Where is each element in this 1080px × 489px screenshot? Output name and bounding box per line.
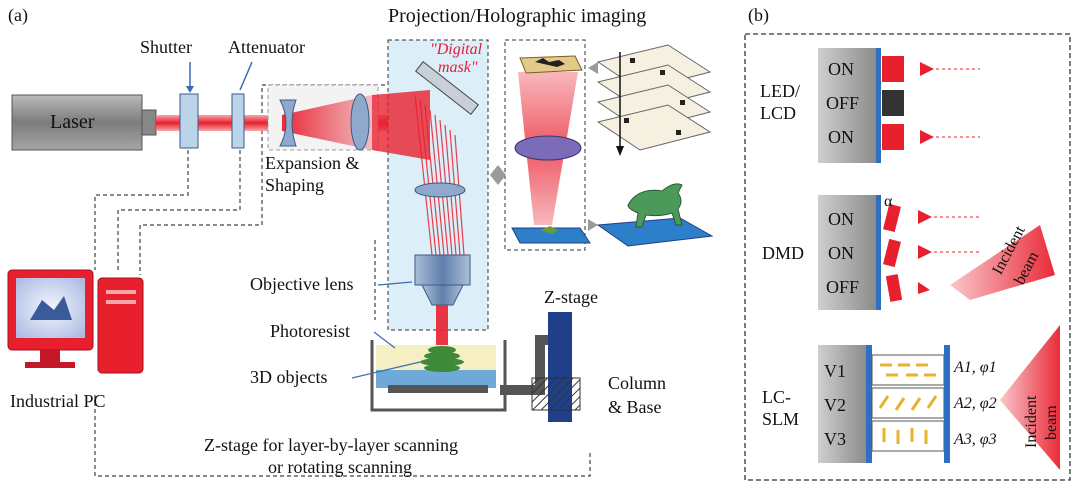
attenuator [231,93,245,149]
led-lcd-state-3: ON [828,127,854,147]
objective-pointer [377,281,413,286]
lc-slm-device [818,325,1060,470]
concave-lens [279,99,297,147]
3d-object [420,346,464,372]
industrial-pc-label: Industrial PC [10,391,106,411]
exchange-arrows [490,62,598,231]
lc-slm-voltage-2: V2 [824,395,846,415]
slm-beam-label-line2: beam [1043,405,1060,440]
z-stage [500,312,581,422]
dmd-incident-beam [950,225,1055,300]
expanded-beam [282,95,372,150]
lc-slm-output-2: A2, φ2 [954,395,997,412]
column-base [531,377,581,411]
dmd-state-3: OFF [826,277,860,297]
objective-lens [414,254,471,306]
attenuator-label: Attenuator [228,37,305,57]
lc-slm-output-3: A3, φ3 [954,431,997,448]
photoresist-label: Photoresist [270,321,351,341]
column-label-line1: Column [608,373,667,393]
dmd-angle-symbol: α [884,193,893,210]
slm-beam-label-line1: Incident [1023,395,1040,448]
control-wires [94,84,591,477]
led-lcd-name-line1: LED/ [760,81,800,101]
panel-a-label: (a) [8,5,28,25]
convex-lens [350,93,370,151]
digital-mask-label-line1: "Digital [430,41,483,58]
industrial-pc [7,269,144,374]
dmd-device [818,195,1055,310]
digital-mask-label-line2: mask" [438,59,478,76]
laser-source [11,94,157,151]
led-lcd-state-2: OFF [826,93,860,113]
attenuator-pointer [239,61,253,91]
led-lcd-name-line2: LCD [760,103,796,123]
layer-stack [596,44,712,151]
expansion-label-line2: Shaping [265,175,325,195]
z-scan-label-line2: or rotating scanning [268,457,412,477]
dmd-state-2: ON [828,243,854,263]
expansion-label-line1: Expansion & [265,153,360,173]
lc-slm-output-1: A1, φ1 [954,359,997,376]
panel-b-label: (b) [748,5,769,25]
projection-lens [514,135,582,161]
relay-lens [414,182,466,198]
shutter [179,93,199,149]
z-scan-label-line1: Z-stage for layer-by-layer scanning [204,435,459,455]
z-stage-label: Z-stage [544,287,598,307]
objective-lens-label: Objective lens [250,274,354,294]
lc-slm-name-line1: LC- [762,387,791,407]
led-lcd-device [818,48,980,163]
laser-label: Laser [50,111,95,133]
lc-slm-name-line2: SLM [762,409,800,429]
shutter-label: Shutter [140,37,192,57]
column-label-line2: & Base [608,397,662,417]
dmd-state-1: ON [828,209,854,229]
led-lcd-state-1: ON [828,59,854,79]
digital-mask [415,61,479,115]
dmd-name: DMD [762,243,805,263]
bull-model [596,183,714,247]
slm-incident-beam [1000,325,1060,470]
lc-slm-voltage-3: V3 [824,429,846,449]
3d-objects-label: 3D objects [250,367,328,387]
lc-slm-voltage-1: V1 [824,361,846,381]
projection-heading: Projection/Holographic imaging [388,5,647,27]
